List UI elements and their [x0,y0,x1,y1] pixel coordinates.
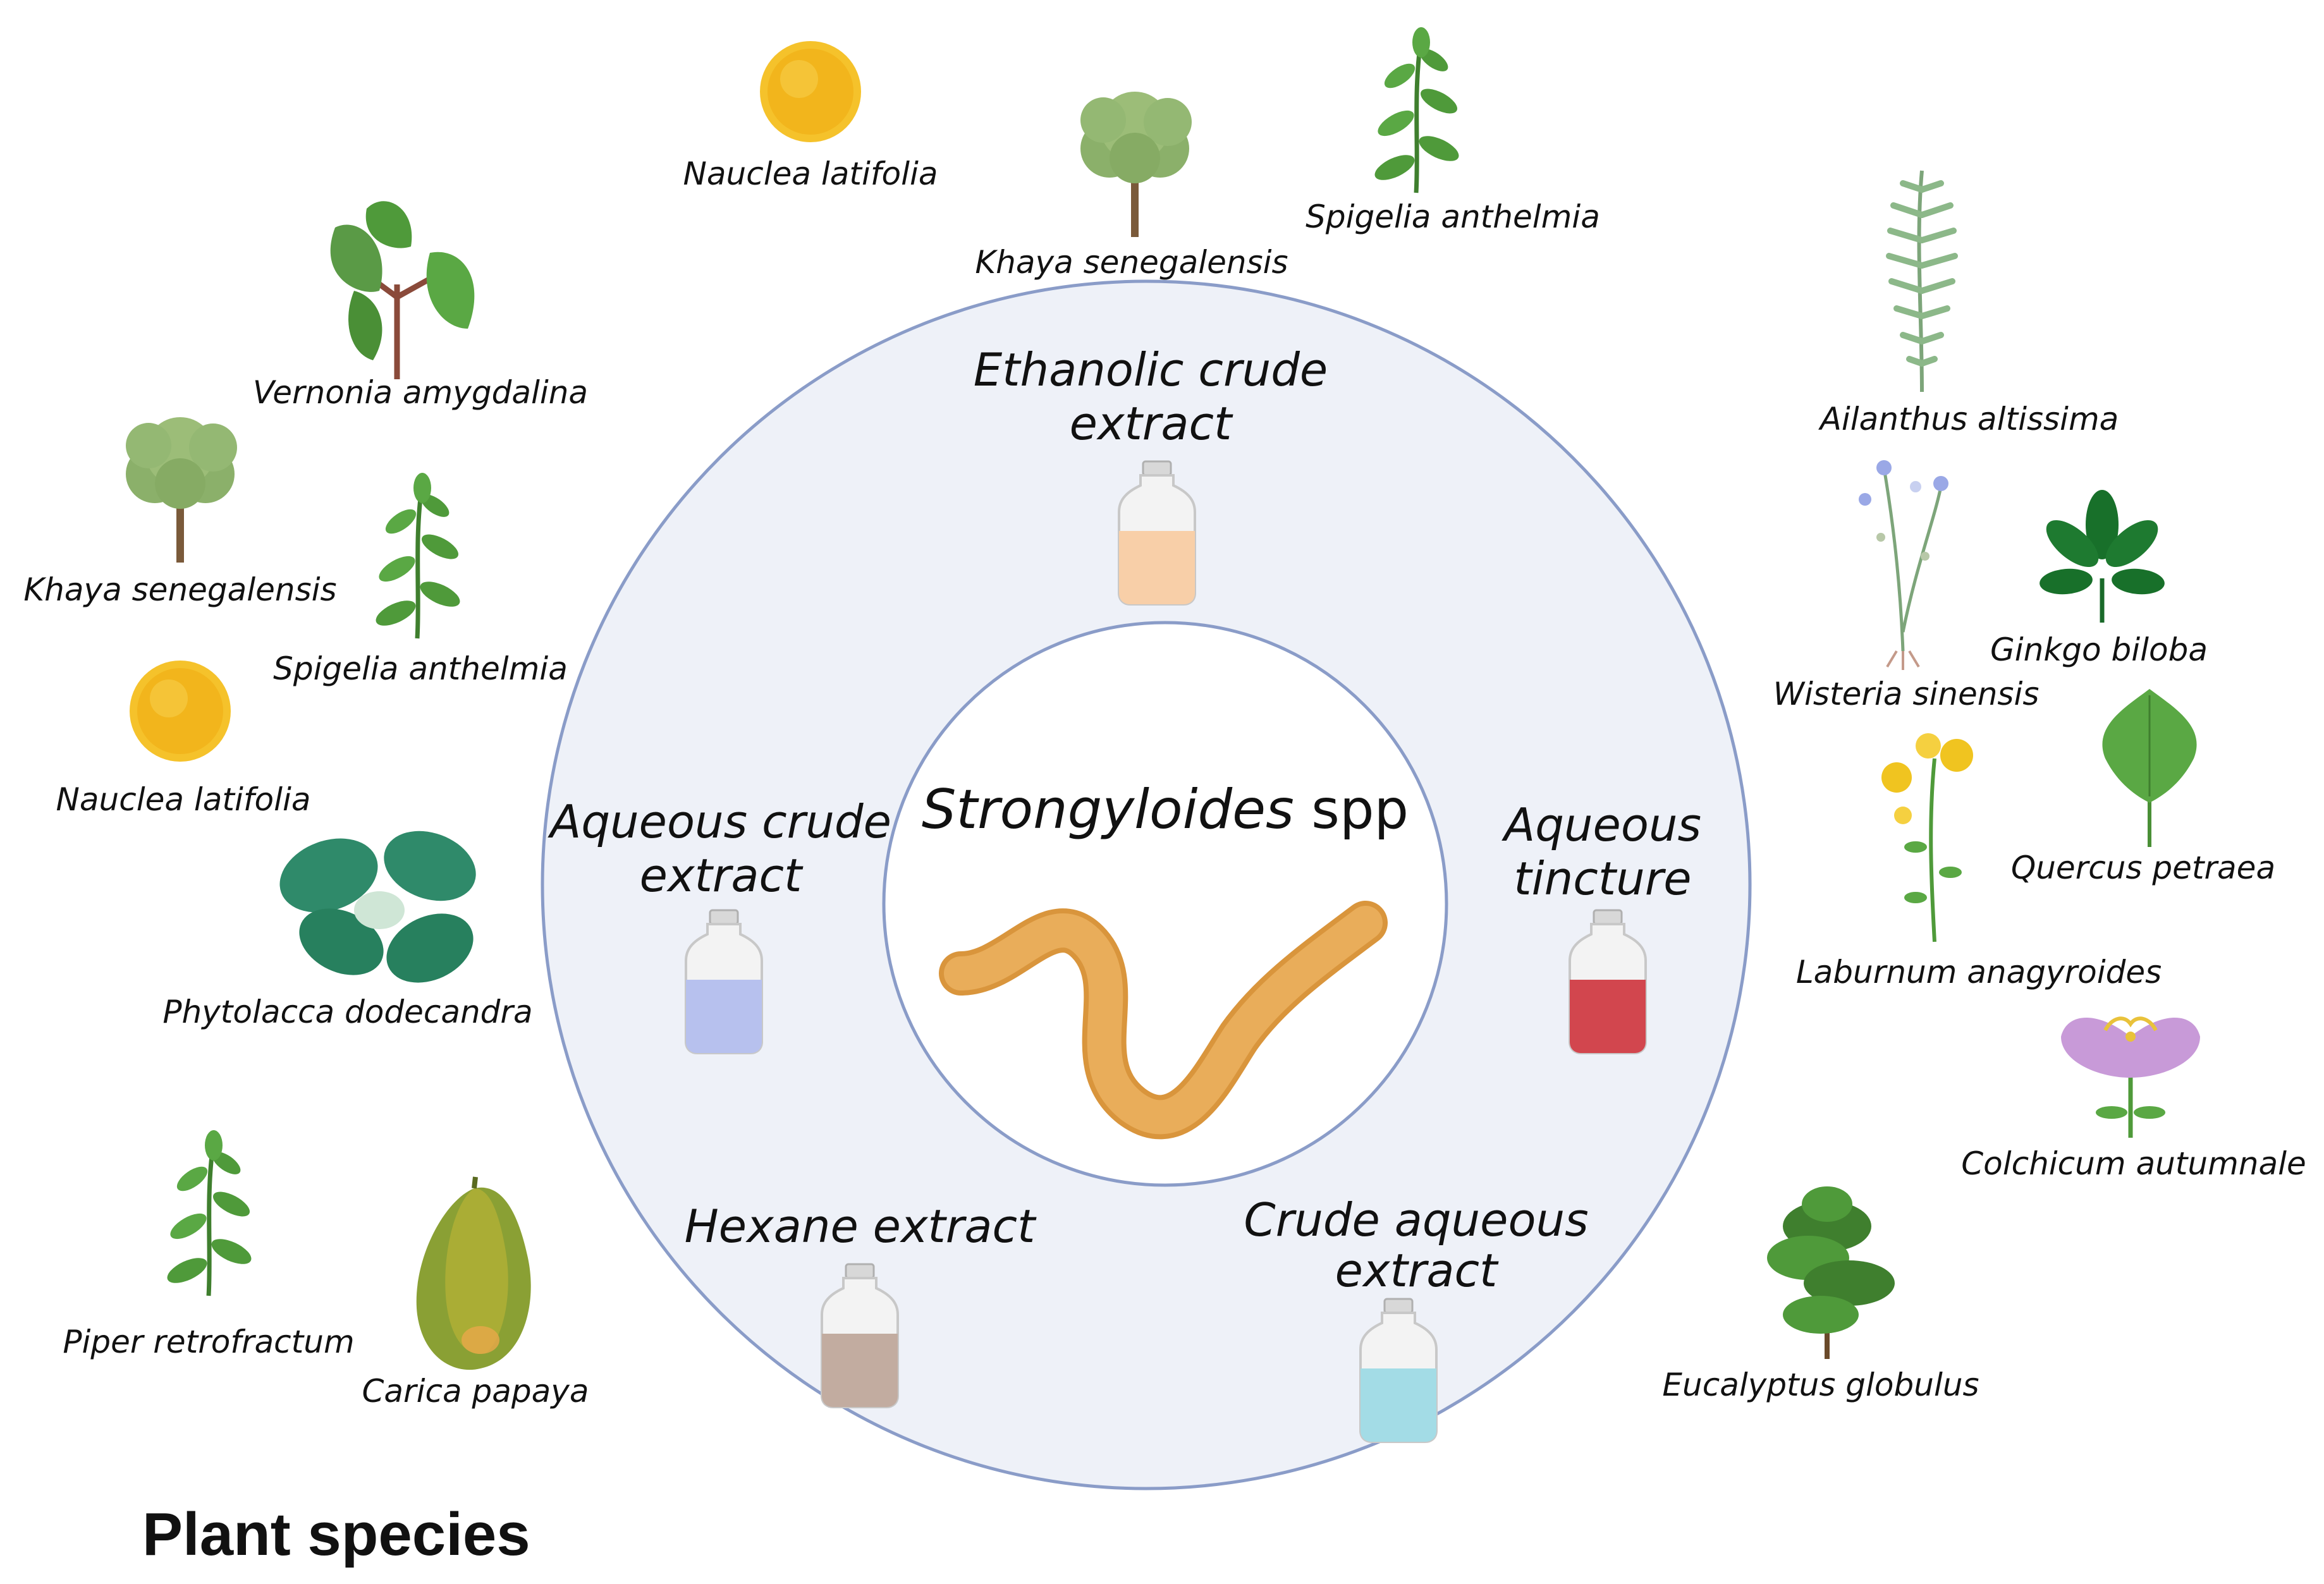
plant-label: Colchicum autumnale [1961,1145,2306,1182]
plant-label: Piper retrofractum [63,1324,354,1360]
extract-aqueous-tincture: Aqueous tincture [1501,798,1701,1054]
plant-ailanthus: Ailanthus altissima [1818,170,2119,437]
plant-colchicum: Colchicum autumnale [1961,1016,2306,1182]
plant-label: Carica papaya [362,1373,589,1410]
extract-ethanolic: Ethanolic crude extract [974,343,1328,606]
vial-icon [821,1263,899,1408]
extract-crude-aqueous: Crude aqueous extract [1244,1193,1589,1443]
plant-khaya-top: Khaya senegalensis [975,92,1288,281]
papaya-fruit-icon [416,1176,531,1370]
yellow-flower-icon [1881,733,1973,942]
vial-icon [1118,460,1196,606]
organism-suffix: spp [1294,778,1409,841]
plant-label: Khaya senegalensis [23,571,336,608]
plant-nauclea-top: Nauclea latifolia [683,41,938,192]
extract-ethanolic-line2: extract [1070,397,1233,450]
extract-aqueous-tincture-line2: tincture [1514,852,1691,905]
extract-aqueous-tincture-line1: Aqueous [1501,798,1701,851]
plant-vernonia: Vernonia amygdalina [253,201,588,411]
plant-label: Ginkgo biloba [1990,631,2208,668]
extract-aqueous-crude-line2: extract [640,849,804,902]
fern-frond-icon [1886,170,1958,393]
wildflower-icon [1859,460,1948,670]
organism-genus: Strongyloides [922,778,1294,841]
spiky-fruit-icon [760,41,861,142]
extract-aqueous-crude: Aqueous crude extract [547,795,891,1054]
vial-icon [1359,1298,1438,1443]
plant-label: Phytolacca dodecandra [162,994,532,1030]
plant-eucalyptus: Eucalyptus globulus [1662,1186,1979,1403]
extract-hexane: Hexane extract [685,1200,1037,1408]
center-organism-label: Strongyloides spp [922,778,1409,841]
plant-label: Laburnum anagyroides [1796,954,2162,990]
lobed-leaf-icon [2102,689,2197,847]
plant-khaya-left: Khaya senegalensis [23,417,337,608]
plant-label: Ailanthus altissima [1818,401,2119,437]
plant-quercus: Quercus petraea [2011,689,2275,886]
plant-label: Vernonia amygdalina [253,374,588,411]
plant-label: Spigelia anthelmia [273,650,568,687]
plant-ginkgo: Ginkgo biloba [1990,490,2208,668]
plant-piper: Piper retrofractum [63,1130,355,1360]
plant-label: Wisteria sinensis [1773,676,2040,712]
purple-flower-icon [2061,1016,2200,1138]
broad-leaf-plant-icon [330,201,475,379]
inner-circle [882,621,1448,1187]
vial-icon [1569,909,1647,1054]
plant-label: Nauclea latifolia [683,155,938,192]
tree-icon [126,417,237,563]
plant-laburnum: Laburnum anagyroides [1796,733,2162,990]
plant-label: Nauclea latifolia [56,781,310,818]
leafy-sprig-icon [372,473,463,638]
plant-label: Khaya senegalensis [975,244,1288,281]
extract-aqueous-crude-line1: Aqueous crude [547,795,891,848]
plant-wisteria: Wisteria sinensis [1773,460,2040,712]
rosette-plant-icon [279,831,476,983]
extract-crude-aqueous-line2: extract [1335,1244,1499,1297]
extract-crude-aqueous-line1: Crude aqueous [1244,1193,1588,1246]
plant-label: Quercus petraea [2011,850,2275,886]
vial-icon [685,909,763,1054]
spiky-fruit-icon [130,661,231,762]
tree-icon [1080,92,1192,237]
plant-spigelia-left: Spigelia anthelmia [273,473,568,687]
plant-carica: Carica papaya [362,1176,589,1410]
nematode-worm-icon [939,901,1388,1140]
plant-spigelia-top: Spigelia anthelmia [1306,27,1600,235]
leafy-sprig-icon [1371,27,1462,193]
plant-phytolacca: Phytolacca dodecandra [162,831,533,1030]
extract-hexane-label: Hexane extract [685,1200,1037,1253]
plant-label: Spigelia anthelmia [1306,198,1600,235]
palmate-leaf-icon [2040,490,2165,623]
plant-nauclea-left: Nauclea latifolia [56,661,311,818]
shrub-icon [1767,1186,1895,1359]
extract-ethanolic-line1: Ethanolic crude [974,343,1328,396]
plant-label: Eucalyptus globulus [1662,1367,1979,1403]
plant-species-heading: Plant species [142,1501,530,1568]
leafy-sprig-icon [164,1130,255,1296]
